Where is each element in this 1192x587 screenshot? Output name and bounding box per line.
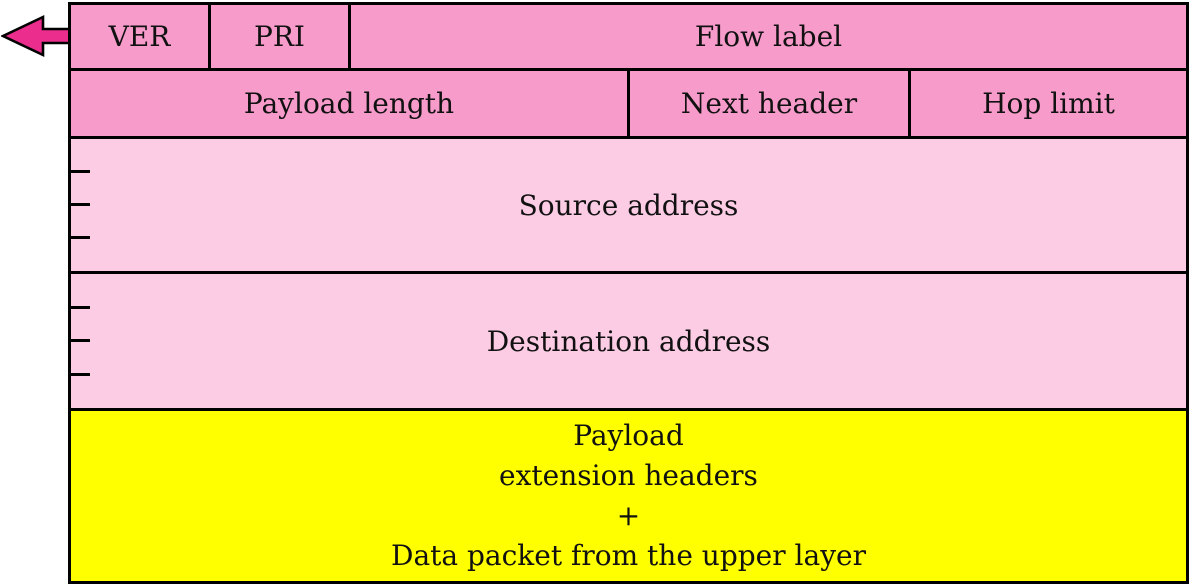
header-row-2: Payload length Next header Hop limit: [71, 68, 1186, 136]
field-payload: Payload extension headers + Data packet …: [71, 411, 1186, 581]
payload-line-4: Data packet from the upper layer: [391, 539, 866, 572]
field-payload-length: Payload length: [243, 87, 455, 120]
field-flow-label: Flow label: [348, 5, 1186, 68]
field-pri: PRI: [208, 5, 348, 68]
field-next-header: Next header: [627, 71, 908, 136]
field-ver: VER: [108, 20, 171, 53]
payload-line-2: extension headers: [499, 459, 758, 492]
packet-box: VER PRI Flow label Payload length Next h…: [68, 2, 1189, 584]
payload-row: Payload extension headers + Data packet …: [71, 408, 1186, 581]
bit-tick: [71, 236, 90, 239]
left-arrow-icon: [1, 14, 71, 58]
source-address-label: Source address: [518, 188, 739, 222]
header-row-1: VER PRI Flow label: [71, 5, 1186, 68]
destination-address-label: Destination address: [486, 324, 771, 358]
bit-tick: [71, 372, 90, 376]
bit-tick: [71, 339, 90, 342]
bit-tick: [71, 203, 90, 206]
field-destination-address: Destination address: [71, 274, 1186, 408]
bit-tick: [71, 170, 90, 173]
field-source-address: Source address: [71, 139, 1186, 271]
payload-line-1: Payload: [573, 419, 684, 452]
payload-line-3: +: [616, 499, 641, 532]
field-hop-limit: Hop limit: [908, 71, 1186, 136]
destination-address-row: Destination address: [71, 271, 1186, 408]
source-address-row: Source address: [71, 136, 1186, 271]
bit-tick: [71, 305, 90, 309]
